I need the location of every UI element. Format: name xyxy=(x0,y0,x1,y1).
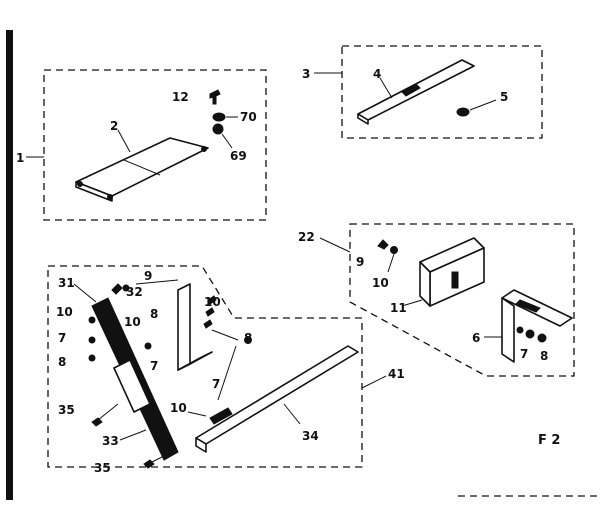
group-1-box xyxy=(43,69,267,221)
part-70-washer xyxy=(212,112,226,122)
margin-bar xyxy=(6,30,13,500)
label-7b: 7 xyxy=(150,359,158,373)
part-33-rail xyxy=(91,297,179,461)
label-8a: 8 xyxy=(540,349,548,363)
label-2: 2 xyxy=(110,119,118,133)
label-34: 34 xyxy=(302,429,319,443)
part-12-screw xyxy=(209,89,221,105)
part-5-leader xyxy=(469,99,497,111)
label-8c: 8 xyxy=(244,331,252,345)
label-10b: 10 xyxy=(56,305,73,319)
label-7c: 7 xyxy=(212,377,220,391)
label-10e: 10 xyxy=(170,401,187,415)
part-7-washer-a xyxy=(525,329,535,339)
hardware-stack-right xyxy=(203,295,217,329)
part-7-washer-d xyxy=(88,336,96,344)
label-33: 33 xyxy=(102,434,119,448)
label-9a: 9 xyxy=(356,255,364,269)
part-31-leader xyxy=(73,283,97,303)
part-6-bracket xyxy=(501,289,573,363)
part-5-plug xyxy=(456,107,470,117)
part-4-leader xyxy=(379,77,393,99)
group-41-box xyxy=(47,265,363,468)
group-41-leader xyxy=(361,375,387,389)
group-3-box xyxy=(341,45,543,139)
label-11: 11 xyxy=(390,301,407,315)
part-34-leader xyxy=(283,403,301,425)
label-10a: 10 xyxy=(372,276,389,290)
figure-number: F 2 xyxy=(538,433,560,448)
part-9-screw-a xyxy=(377,239,389,250)
part-69-nut xyxy=(212,123,224,135)
part-35-screw-a xyxy=(91,417,103,427)
part-10-leader-e xyxy=(187,411,207,417)
part-69-leader xyxy=(221,133,233,149)
part-35-screw-b xyxy=(143,459,155,469)
label-4: 4 xyxy=(373,67,381,81)
hardware-leader-a xyxy=(211,329,239,341)
label-70: 70 xyxy=(240,110,257,124)
part-8-nut-a xyxy=(537,333,547,343)
label-8d: 8 xyxy=(58,355,66,369)
part-11-leader xyxy=(401,299,423,307)
part-35-leader-b xyxy=(151,455,165,463)
part-35-leader-a xyxy=(97,403,119,421)
part-9-leader-b xyxy=(135,279,179,285)
label-41: 41 xyxy=(388,367,405,381)
part-32-channel xyxy=(177,283,213,371)
part-10-leader-a xyxy=(387,253,395,273)
part-8-nut-d xyxy=(88,354,96,362)
part-8-nut-b xyxy=(144,342,152,350)
label-10d: 10 xyxy=(204,295,221,309)
part-4-bar xyxy=(357,59,475,125)
part-2-plate xyxy=(75,137,209,202)
part-34-long-bar xyxy=(195,345,359,453)
part-2-leader xyxy=(117,129,131,153)
part-8-nut-c xyxy=(244,336,252,344)
part-33-leader xyxy=(119,429,147,441)
label-8b: 8 xyxy=(150,307,158,321)
label-1: 1 xyxy=(16,151,24,165)
label-22: 22 xyxy=(298,230,315,244)
group-22-leader xyxy=(319,237,351,253)
label-32: 32 xyxy=(126,285,143,299)
label-35b: 35 xyxy=(94,461,111,475)
label-7a: 7 xyxy=(520,347,528,361)
label-12: 12 xyxy=(172,90,189,104)
label-3: 3 xyxy=(302,67,310,81)
label-5: 5 xyxy=(500,90,508,104)
part-9-screw-b xyxy=(111,283,123,295)
label-10c: 10 xyxy=(124,315,141,329)
label-31: 31 xyxy=(58,276,75,290)
label-35a: 35 xyxy=(58,403,75,417)
part-9-screw-b2 xyxy=(122,284,130,292)
part-10-nut-a xyxy=(390,246,398,254)
hardware-leader-b xyxy=(217,345,237,401)
label-9b: 9 xyxy=(144,269,152,283)
label-69: 69 xyxy=(230,149,247,163)
part-11-cover xyxy=(419,237,485,307)
label-7d: 7 xyxy=(58,331,66,345)
part-10-nut-b xyxy=(88,316,96,324)
group-22-box xyxy=(349,223,575,377)
label-6: 6 xyxy=(472,331,480,345)
